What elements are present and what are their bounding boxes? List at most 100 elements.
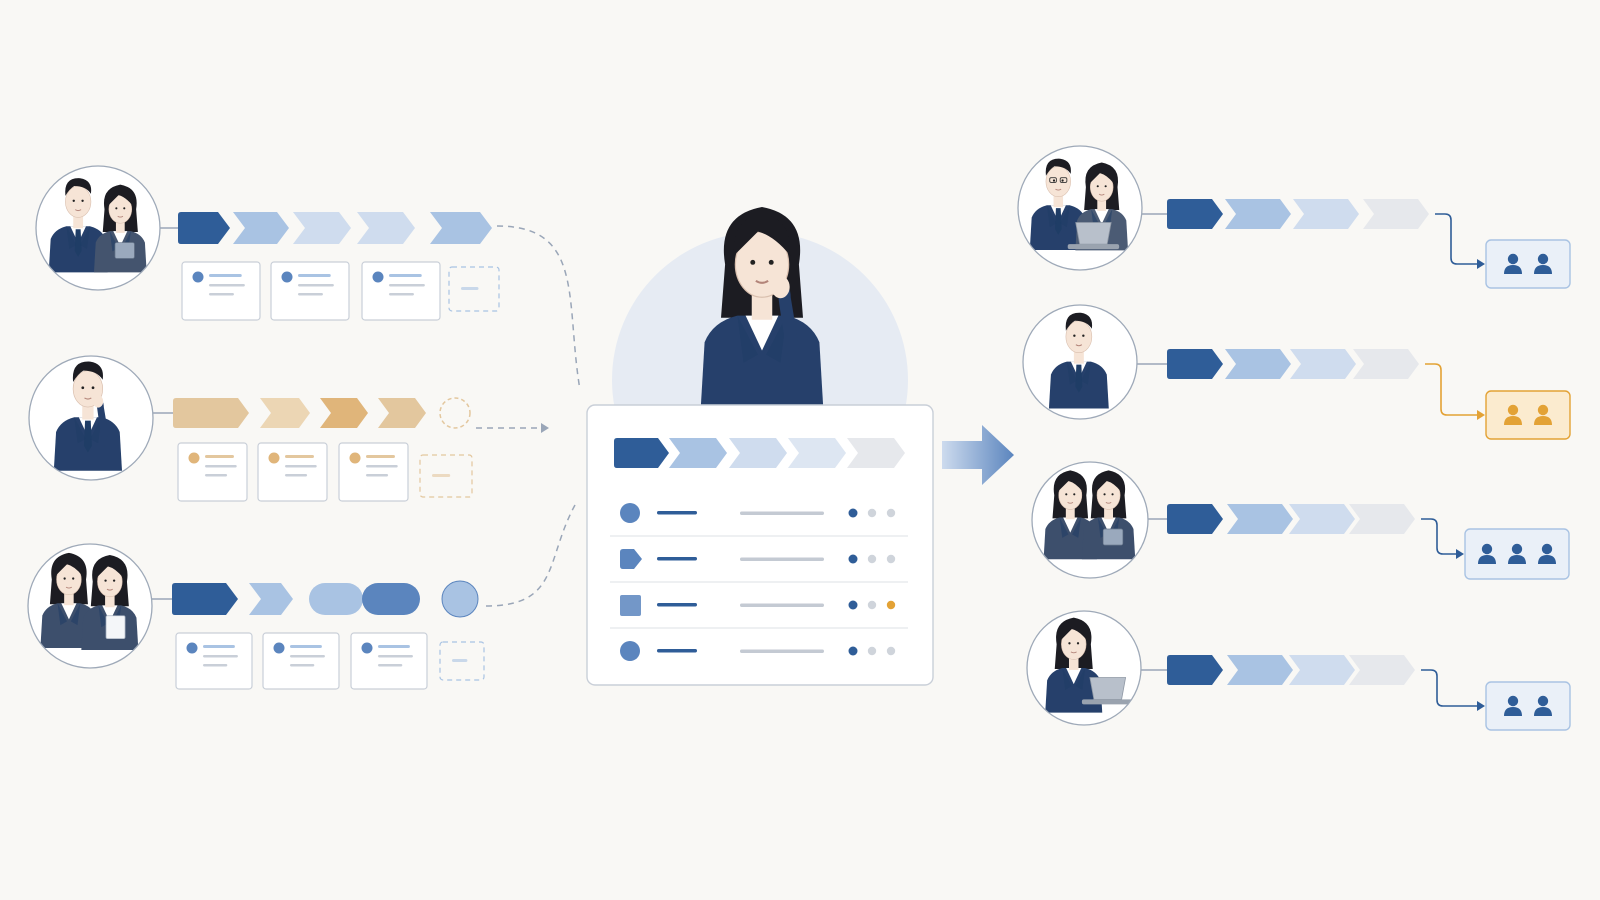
circle-icon xyxy=(620,503,640,523)
mouth xyxy=(755,279,769,284)
tablet-icon xyxy=(114,242,135,259)
status-dot xyxy=(886,646,896,656)
neck xyxy=(751,293,773,320)
output-step-chevron xyxy=(1167,655,1223,685)
card-frame xyxy=(270,261,350,321)
glasses xyxy=(1049,177,1057,183)
document-icon xyxy=(105,615,126,639)
card-line xyxy=(285,455,314,458)
man-figure xyxy=(48,178,108,273)
step-chevron xyxy=(378,398,426,428)
status-dot xyxy=(886,600,896,610)
lapel xyxy=(80,226,90,249)
lapel xyxy=(98,605,108,628)
neck xyxy=(105,594,115,608)
card-line xyxy=(378,655,413,658)
avatar-figures xyxy=(1048,312,1109,409)
process-card xyxy=(177,442,248,502)
mouth xyxy=(74,209,82,212)
person-head xyxy=(1537,404,1549,416)
output-step-chevron xyxy=(1349,504,1415,534)
status-dot xyxy=(867,600,877,610)
person-body xyxy=(1504,416,1522,425)
card-line xyxy=(366,455,395,458)
row-line xyxy=(657,649,697,653)
output-step-chevron xyxy=(1290,349,1356,379)
eye xyxy=(112,579,116,582)
eye xyxy=(1076,642,1080,645)
lapel xyxy=(1060,205,1070,228)
card-line xyxy=(290,645,322,648)
eye xyxy=(1073,334,1076,337)
hair-front xyxy=(1045,158,1071,176)
tie xyxy=(74,229,82,257)
hub xyxy=(586,207,934,686)
mouth xyxy=(1098,193,1105,196)
woman-figure xyxy=(93,184,147,273)
person-body xyxy=(1534,707,1552,716)
avatar-figures xyxy=(48,178,147,273)
person-body xyxy=(1478,555,1496,564)
dashed-connector-top xyxy=(496,225,581,391)
neck xyxy=(82,404,94,420)
shirt xyxy=(102,605,118,622)
card-line xyxy=(205,455,234,458)
status-dot xyxy=(848,554,858,564)
output-woman-laptop-avatar xyxy=(1026,610,1142,726)
process-card xyxy=(262,632,340,690)
person-head xyxy=(1541,543,1553,555)
step-chevron xyxy=(173,398,249,428)
lapel xyxy=(66,226,77,249)
hair-front xyxy=(1096,473,1122,492)
face xyxy=(1065,320,1093,353)
tie xyxy=(1054,208,1062,235)
output-man-profile xyxy=(1137,349,1571,440)
avatar-figures xyxy=(1029,158,1129,251)
process-card xyxy=(338,442,409,502)
avatar-ring xyxy=(1022,304,1138,420)
output-connector xyxy=(1435,213,1478,265)
people-icon xyxy=(1538,543,1556,564)
person-body xyxy=(1534,265,1552,274)
laptop-screen xyxy=(1075,222,1112,245)
row-line xyxy=(740,557,824,561)
person-body xyxy=(1534,416,1552,425)
eye xyxy=(750,259,756,265)
avatar-ring xyxy=(27,543,153,669)
placeholder-card xyxy=(419,454,473,498)
arrowhead-icon xyxy=(1477,259,1485,269)
lapel xyxy=(766,315,787,363)
card-line xyxy=(298,274,331,277)
hair-front xyxy=(1057,473,1083,492)
avatar-figures xyxy=(53,361,122,471)
card-line xyxy=(209,293,234,296)
eye xyxy=(1104,185,1107,188)
people-icon xyxy=(1504,695,1522,716)
row-line xyxy=(740,649,824,653)
person-body xyxy=(1508,555,1526,564)
status-dot xyxy=(886,554,896,564)
process-card xyxy=(175,632,253,690)
lapel xyxy=(737,315,758,363)
step-chevron xyxy=(178,212,230,244)
people-icon xyxy=(1534,695,1552,716)
laptop-base xyxy=(1081,699,1134,705)
avatar-ring xyxy=(28,355,154,481)
hair-front xyxy=(1060,621,1088,641)
card-line xyxy=(378,664,403,667)
card-dot-icon xyxy=(361,642,373,654)
people-icon xyxy=(1508,543,1526,564)
lapel xyxy=(70,603,81,626)
output-step-chevron xyxy=(1293,199,1359,229)
placeholder-line xyxy=(461,287,479,290)
status-dot xyxy=(867,508,877,518)
people-icon xyxy=(1504,404,1522,425)
eye xyxy=(1082,334,1085,337)
card-dot-icon xyxy=(349,452,361,464)
card-dot-icon xyxy=(186,642,198,654)
mouth xyxy=(1105,501,1112,504)
hand xyxy=(771,275,790,299)
card-line xyxy=(209,284,245,287)
hub-pipeline-step xyxy=(729,438,787,468)
shirt xyxy=(1066,668,1082,685)
